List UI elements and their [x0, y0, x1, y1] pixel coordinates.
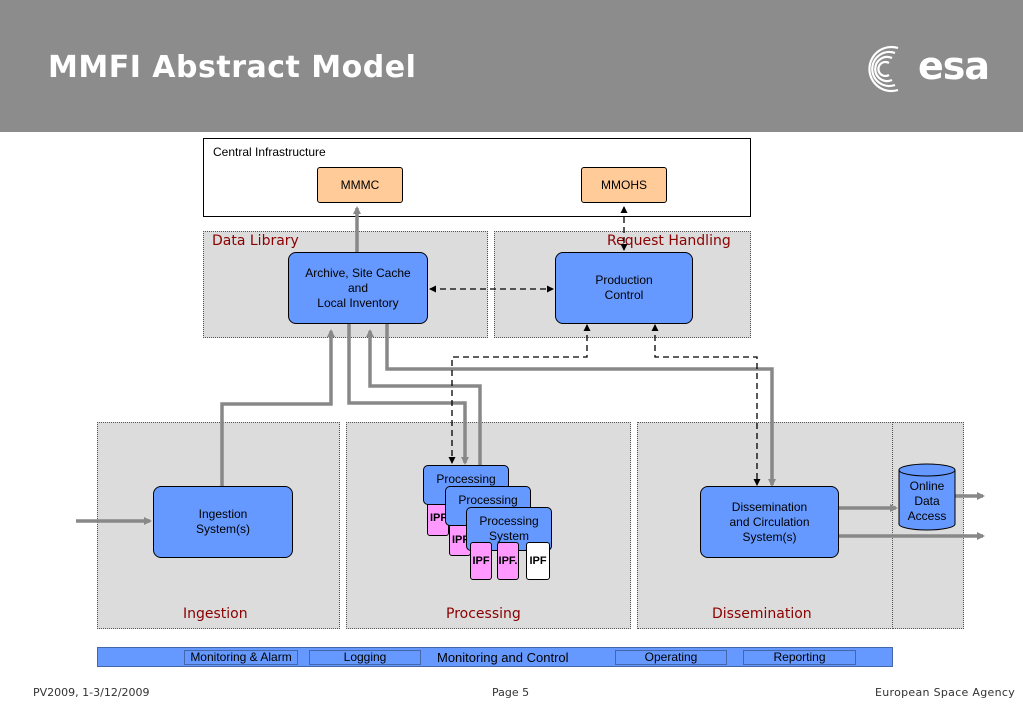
dissemination-label: Dissemination — [712, 606, 812, 622]
archive-box[interactable]: Archive, Site Cache and Local Inventory — [288, 252, 428, 324]
dissemination-system-box[interactable]: Dissemination and Circulation System(s) — [700, 486, 839, 558]
footer-page: Page 5 — [492, 686, 530, 699]
operating-item[interactable]: Operating — [615, 650, 727, 665]
esa-logo-text: esa — [918, 44, 990, 88]
footer-agency: European Space Agency — [875, 686, 1016, 699]
ingestion-system-box[interactable]: Ingestion System(s) — [153, 486, 293, 558]
production-dissemination-dashed — [651, 324, 761, 486]
ipf-box-3[interactable]: IPF — [470, 542, 492, 580]
archive-to-processing-line — [347, 323, 469, 465]
logging-item[interactable]: Logging — [309, 650, 421, 665]
request-handling-label: Request Handling — [607, 233, 731, 249]
header-banner — [0, 0, 1023, 132]
online-data-access-cylinder-icon — [898, 463, 956, 531]
page-title: MMFI Abstract Model — [48, 50, 417, 85]
ipf-box-5[interactable]: IPF — [526, 542, 550, 580]
footer-conference: PV2009, 1-3/12/2009 — [33, 686, 150, 699]
esa-logo-icon — [868, 45, 899, 93]
ipf-box-1[interactable]: IPF — [427, 500, 449, 536]
production-control-box[interactable]: Production Control — [555, 252, 693, 324]
processing-box-1[interactable]: Processing — [423, 465, 509, 505]
mmmc-box[interactable]: MMMC — [317, 167, 403, 203]
mmohs-box[interactable]: MMOHS — [581, 167, 667, 203]
monitoring-control-label: Monitoring and Control — [437, 650, 569, 665]
monitoring-alarm-item[interactable]: Monitoring & Alarm — [184, 650, 298, 665]
ingestion-to-archive-line — [220, 329, 335, 487]
central-infrastructure-label: Central Infrastructure — [213, 145, 326, 159]
ingestion-label: Ingestion — [183, 606, 248, 622]
production-processing-dashed — [448, 324, 591, 464]
data-library-label: Data Library — [212, 233, 299, 249]
processing-label: Processing — [446, 606, 521, 622]
ipf-box-4[interactable]: IPF. — [497, 542, 519, 580]
online-data-access-label[interactable]: Online Data Access — [907, 478, 947, 523]
reporting-item[interactable]: Reporting — [743, 650, 856, 665]
